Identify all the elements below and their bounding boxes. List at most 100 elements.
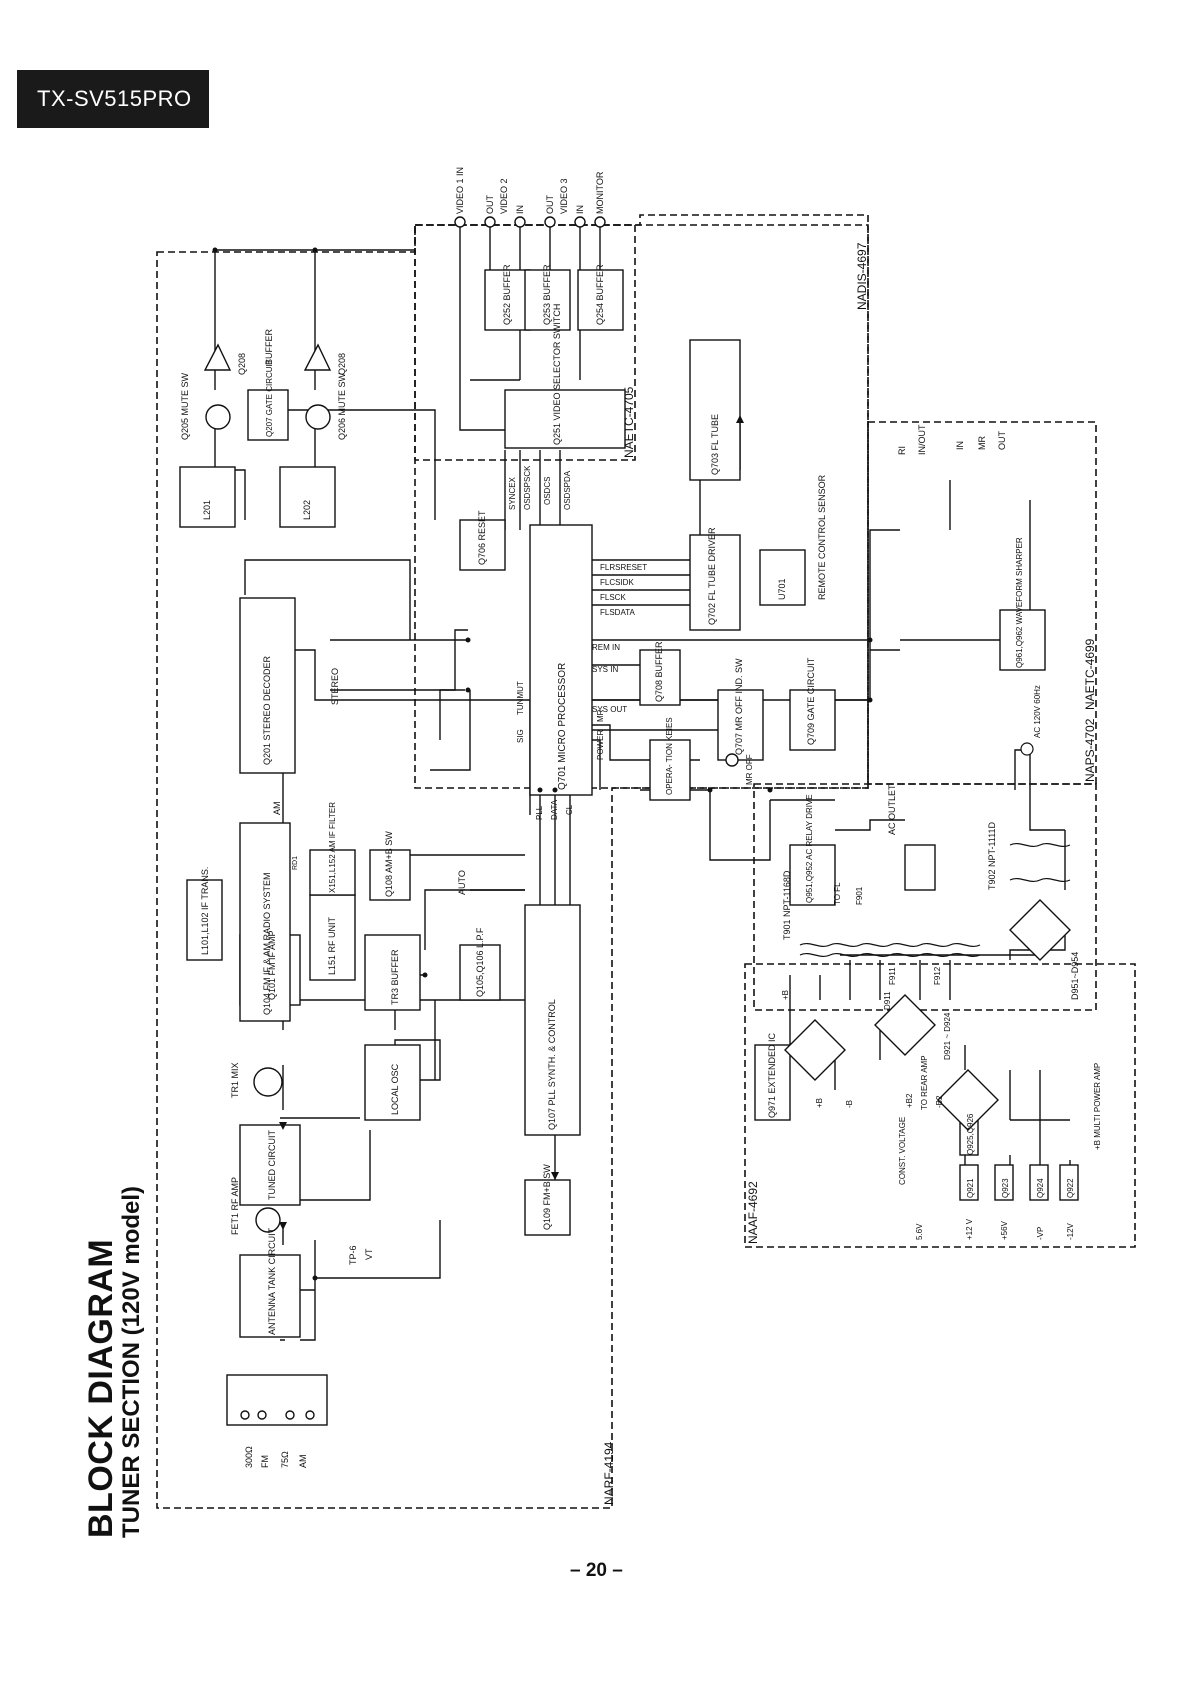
label-q109: Q109 FM+B SW [542,1164,552,1230]
sig-tunmut: TUNMUT [516,681,525,715]
board-naaf-label: NAAF-4692 [746,1181,760,1244]
label-q201: Q201 STEREO DECODER [262,655,272,765]
board-naps-outline [753,783,1097,1011]
label-q703: Q703 FL TUBE [710,414,720,475]
sig-rd1: RD1 [292,856,299,870]
block-q923 [994,1164,1014,1201]
power-plus56v: +56V [1000,1220,1009,1240]
terminal-300ohm [240,1410,250,1420]
label-q971: Q971 EXTENDED IC [767,1032,777,1118]
sig-stereo: STEREO [330,668,340,705]
ac-outlet-socket [904,844,936,891]
label-l201: L201 [202,500,212,520]
term-video3: VIDEO 3 [559,178,569,214]
label-q707: Q707 MR OFF IND. SW [734,658,744,755]
label-tr1-mix: TR1 MIX [230,1062,240,1098]
power-plus12v: +12 V [965,1218,974,1240]
sig-tp6: TP-6 [348,1245,358,1265]
block-q206 [305,404,331,430]
label-q702: Q702 FL TUBE DRIVER [707,527,717,625]
block-l101 [186,879,223,961]
sig-flsck: FLSCK [600,593,626,602]
board-narf-label: NARF-4194 [602,1441,616,1505]
bridge-d951 [1009,899,1071,961]
label-q252: Q252 BUFFER [502,264,512,325]
jack-video2-out [484,216,496,228]
power-pb2: +B2 [905,1093,914,1108]
label-d951: D951~D954 [1070,952,1080,1000]
term-video3-in: IN [575,205,585,214]
sig-vt: VT [364,1248,374,1260]
bridge-b [784,1019,846,1081]
block-q922 [1059,1164,1079,1201]
label-q206: Q206 MUTE SW [337,372,347,440]
block-q951 [789,844,836,906]
bridge-d911 [874,994,936,1056]
term-fm: FM [260,1455,270,1468]
jack-monitor [594,216,606,228]
term-monitor: MONITOR [595,171,605,214]
term-d921: D921 ~ D924 [943,1012,952,1060]
sig-osdspsck: OSDSPSCK [523,465,532,510]
board-outlines [156,214,1136,1509]
block-tuned-circuit [239,1124,301,1206]
sig-data: DATA [550,799,559,820]
terminal-fm [257,1410,267,1420]
block-q703 [689,339,741,481]
block-q207 [247,389,289,441]
term-video3-out: OUT [545,195,555,215]
label-mr-off: MR OFF [745,754,754,785]
block-q708 [639,649,681,706]
board-narf-outline [156,214,869,1509]
sig-cl: CL [565,804,574,815]
jack-video1-in [454,216,466,228]
label-tuned-circuit: TUNED CIRCUIT [267,1130,277,1200]
label-q925: Q925,Q926 [966,1113,975,1155]
board-naaf-outline [744,963,1136,1248]
board-nadis-label: NADIS-4697 [855,242,869,310]
board-naetc4699-outline [867,421,1097,785]
block-q208-bottom [303,343,332,371]
term-video1-in: VIDEO 1 IN [455,167,465,214]
label-q254: Q254 BUFFER [595,264,605,325]
label-q922: Q922 [1066,1178,1075,1198]
sig-mr: MR [596,709,605,722]
sig-pll: PLL [535,805,544,820]
sig-power: POWER [596,730,605,760]
label-q708: Q708 BUFFER [654,641,664,702]
label-local-osc: LOCAL OSC [390,1063,400,1115]
transformers [799,742,1071,958]
page-number: – 20 – [570,1560,623,1581]
term-ac-in: AC 120V 60Hz [1033,685,1042,738]
board-naps-label: NAPS-4702 [1083,718,1097,782]
block-antenna-tank [239,1254,301,1338]
block-q921 [959,1164,979,1201]
board-nadis-outline [414,224,869,789]
block-q108 [369,849,411,901]
block-x151 [309,849,356,896]
term-to-fl: TO FL [833,882,842,905]
term-mr-in: IN [955,441,965,450]
label-q101: Q101 FM IF AMP [267,930,277,1000]
power-multi: +B MULTI POWER AMP [1093,1063,1102,1150]
sig-osdspda: OSDSPDA [563,470,572,510]
label-q205: Q205 MUTE SW [180,372,190,440]
terminal-am [305,1410,315,1420]
block-q706 [459,519,506,571]
block-q702 [689,534,741,631]
label-tr3-buffer: TR3 BUFFER [390,949,400,1005]
model-tag: TX-SV515PRO [17,70,209,128]
label-q706: Q706 RESET [477,510,487,565]
label-x151: X151,L152 AM IF FILTER [328,802,337,893]
jack-video2-in [514,216,526,228]
block-fet1 [255,1207,281,1233]
block-q252 [484,269,531,331]
power-pb: +B [815,1098,824,1108]
term-in-out: IN/OUT [917,424,927,455]
block-q107 [524,904,581,1136]
block-local-osc [364,1044,421,1121]
label-fet1: FET1 RF AMP [230,1177,240,1235]
sig-osdcs: OSDCS [543,477,552,505]
block-q201 [239,597,296,774]
term-mr: MR [977,436,987,450]
